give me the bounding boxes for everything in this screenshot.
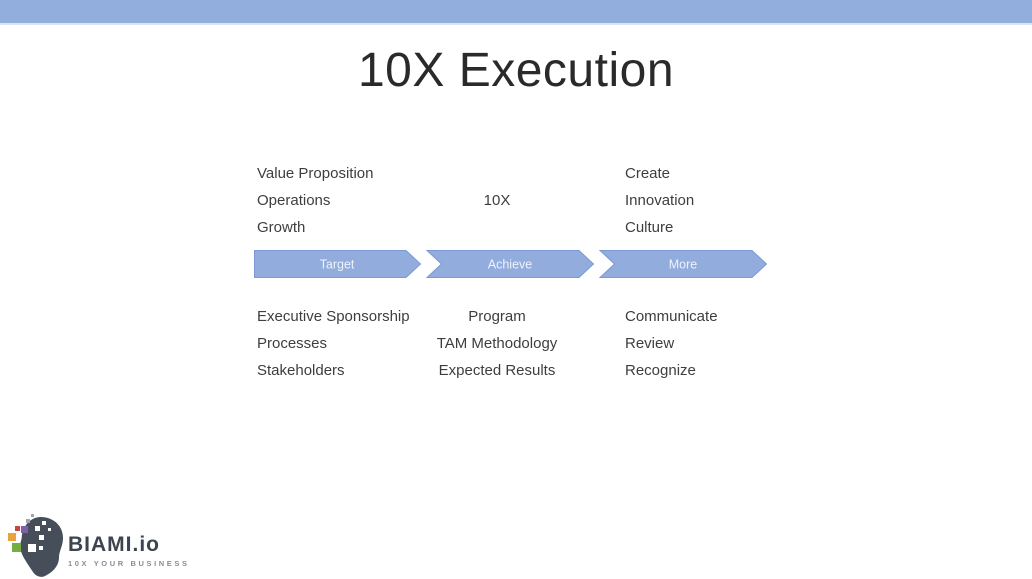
page-title: 10X Execution (357, 44, 675, 97)
pixel-squares (8, 514, 51, 552)
brand-name: BIAMI.io (68, 533, 160, 556)
top-left-list: Value Proposition Operations Growth (257, 160, 373, 241)
list-item: Stakeholders (257, 362, 345, 379)
list-item: Program (468, 308, 526, 325)
arrow-target-label: Target (320, 258, 355, 272)
list-item: TAM Methodology (436, 335, 558, 352)
brand-tagline: 10X YOUR BUSINESS (68, 559, 190, 568)
list-item: Culture (625, 219, 674, 236)
list-item: 10X (483, 192, 511, 209)
list-item: Expected Results (438, 362, 556, 379)
arrow-achieve-label: Achieve (488, 258, 533, 272)
center-10x-label: 10X (412, 187, 582, 214)
list-item: Operations (257, 192, 331, 209)
list-item: Communicate (625, 308, 718, 325)
brand-block: BIAMI.io 10X YOUR BUSINESS (68, 533, 190, 569)
top-accent-bar (0, 0, 1032, 25)
list-item: Recognize (625, 362, 696, 379)
list-item: Create (625, 165, 671, 182)
process-arrows: Target Achieve More (254, 250, 767, 278)
list-item: Executive Sponsorship (257, 308, 410, 325)
list-item: Processes (257, 335, 328, 352)
top-right-list: Create Innovation Culture (625, 160, 694, 241)
bottom-center-list: Program TAM Methodology Expected Results (412, 303, 582, 384)
list-item: Growth (257, 219, 306, 236)
arrow-target-shape (254, 250, 422, 278)
bottom-left-list: Executive Sponsorship Processes Stakehol… (257, 303, 410, 384)
biami-logo-head-icon (8, 514, 63, 577)
bottom-right-list: Communicate Review Recognize (625, 303, 718, 384)
arrow-achieve-shape (425, 250, 595, 278)
arrow-more-label: More (669, 258, 698, 272)
list-item: Review (625, 335, 675, 352)
arrow-more-shape (598, 250, 767, 278)
list-item: Innovation (625, 192, 695, 209)
list-item: Value Proposition (257, 165, 374, 182)
